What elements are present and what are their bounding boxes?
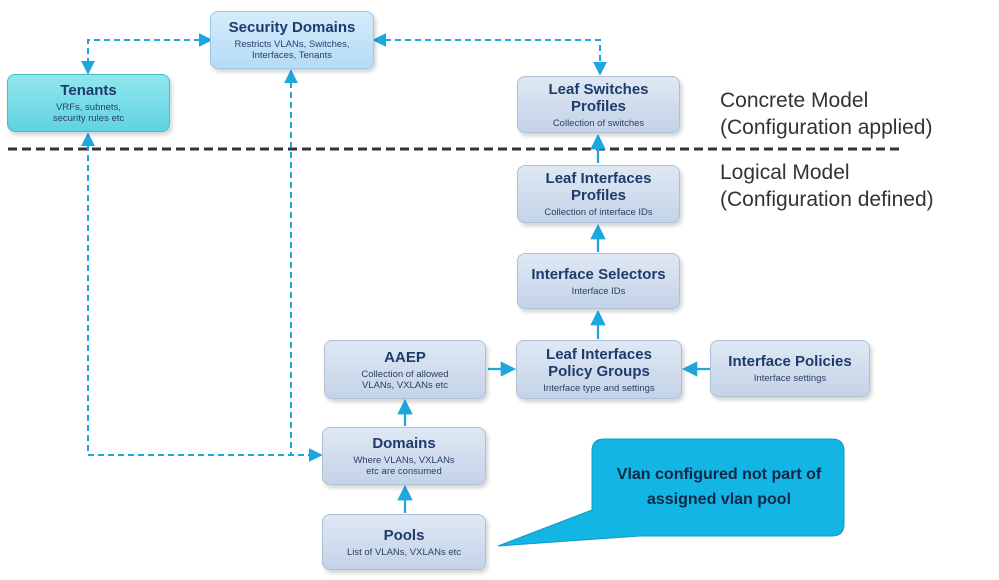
- node-interface-selectors[interactable]: Interface Selectors Interface IDs: [517, 253, 680, 309]
- solid-arrows: [397, 133, 710, 513]
- node-leaf-interfaces-profiles[interactable]: Leaf Interfaces Profiles Collection of i…: [517, 165, 680, 223]
- concrete-model-label: Concrete Model (Configuration applied): [720, 87, 932, 141]
- node-subtitle: List of VLANs, VXLANs etc: [346, 546, 462, 558]
- node-aaep[interactable]: AAEP Collection of allowed VLANs, VXLANs…: [324, 340, 486, 399]
- node-title: Tenants: [60, 82, 117, 99]
- dashed-connectors: [81, 33, 607, 462]
- node-subtitle: Interface settings: [753, 373, 827, 384]
- node-subtitle: Where VLANs, VXLANs etc are consumed: [353, 455, 455, 477]
- node-subtitle: Collection of allowed VLANs, VXLANs etc: [361, 368, 449, 391]
- node-interface-policies[interactable]: Interface Policies Interface settings: [710, 340, 870, 397]
- node-security-domains[interactable]: Security Domains Restricts VLANs, Switch…: [210, 11, 374, 69]
- concrete-model-title: Concrete Model: [720, 89, 869, 112]
- node-subtitle: Collection of switches: [552, 117, 645, 129]
- connector-security-tenants: [81, 33, 213, 75]
- connector-security-leafswitch: [372, 33, 607, 76]
- concrete-model-sub: (Configuration applied): [720, 116, 933, 139]
- node-leaf-interfaces-policy-groups[interactable]: Leaf Interfaces Policy Groups Interface …: [516, 340, 682, 399]
- node-domains[interactable]: Domains Where VLANs, VXLANs etc are cons…: [322, 427, 486, 485]
- node-title: AAEP: [384, 348, 426, 366]
- node-subtitle: VRFs, subnets, security rules etc: [52, 102, 125, 124]
- logical-model-title: Logical Model: [720, 161, 850, 184]
- node-title: Leaf Interfaces Profiles: [545, 170, 652, 204]
- node-title: Leaf Switches Profiles: [548, 80, 649, 115]
- node-title: Pools: [383, 526, 425, 544]
- node-subtitle: Restricts VLANs, Switches, Interfaces, T…: [234, 39, 350, 61]
- logical-model-sub: (Configuration defined): [720, 188, 934, 211]
- callout-text: Vlan configured not part of assigned vla…: [616, 466, 822, 508]
- node-title: Interface Policies: [728, 353, 852, 370]
- logical-model-label: Logical Model (Configuration defined): [720, 159, 934, 213]
- node-subtitle: Collection of interface IDs: [544, 207, 653, 218]
- connector-tenants-domains: [81, 132, 291, 456]
- node-title: Security Domains: [228, 19, 356, 36]
- node-subtitle: Interface IDs: [571, 285, 626, 297]
- callout-bubble: [497, 438, 845, 547]
- node-title: Leaf Interfaces Policy Groups: [546, 345, 652, 380]
- node-title: Domains: [372, 435, 436, 452]
- connector-security-domains: [284, 69, 323, 462]
- node-title: Interface Selectors: [531, 265, 666, 283]
- node-tenants[interactable]: Tenants VRFs, subnets, security rules et…: [7, 74, 170, 132]
- node-subtitle: Interface type and settings: [543, 382, 655, 394]
- node-pools[interactable]: Pools List of VLANs, VXLANs etc: [322, 514, 486, 570]
- node-leaf-switches-profiles[interactable]: Leaf Switches Profiles Collection of swi…: [517, 76, 680, 133]
